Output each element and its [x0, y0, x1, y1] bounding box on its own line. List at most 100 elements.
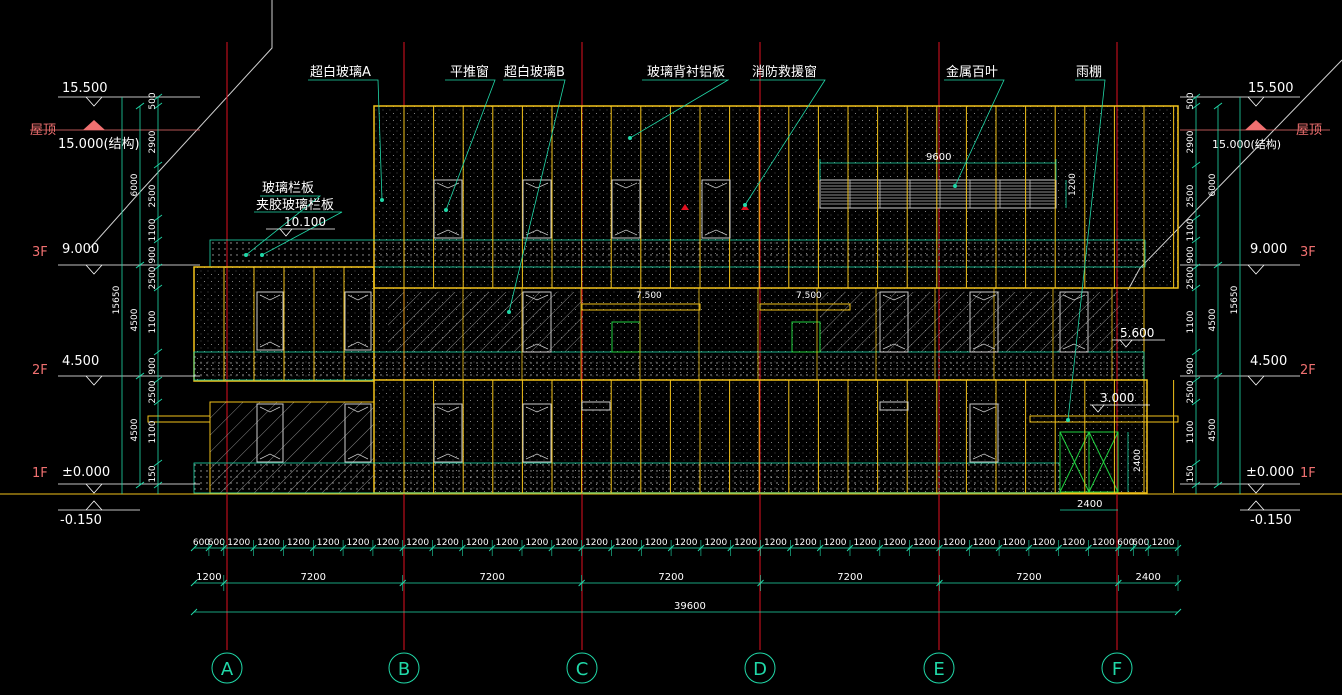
window — [256, 291, 284, 351]
vdim-left-tick — [153, 93, 163, 101]
canopy-left — [147, 415, 211, 423]
vdim-left-tick — [153, 398, 163, 406]
vdim-left-tick — [153, 214, 163, 222]
right-f1-elev: ±0.000 — [1246, 465, 1294, 480]
module-dim-label: 1200 — [317, 538, 340, 548]
window-sash — [525, 343, 549, 350]
bay-dim-label: 7200 — [479, 572, 504, 583]
elev-rail-top: 10.100 — [284, 215, 326, 229]
module-dim-label: 1200 — [645, 538, 668, 548]
module-dim-label: 600 — [1117, 538, 1134, 548]
module-dim-label: 1200 — [1092, 538, 1115, 548]
vdim-right-tick — [1191, 93, 1201, 101]
window — [256, 403, 284, 463]
axis-bubble — [923, 652, 955, 684]
module-dim-label: 1200 — [764, 538, 787, 548]
vdim-right-tick — [1191, 214, 1201, 222]
bay-dim-label: 1200 — [196, 572, 221, 583]
bay-dim-label: 7200 — [301, 572, 326, 583]
window-sash — [436, 406, 460, 413]
louver-height: 1200 — [1068, 173, 1078, 196]
window-sash — [347, 294, 369, 301]
vgroup-left-tick — [135, 102, 145, 110]
vtotal-right-label: 15650 — [1230, 285, 1240, 314]
vdim-right-tick — [1191, 102, 1201, 110]
callout-rescue-window: 消防救援窗 — [752, 64, 817, 80]
window — [433, 179, 463, 239]
window-sash — [259, 341, 281, 348]
vdim-left-tick — [153, 236, 163, 244]
left-f3-label: 3F — [32, 245, 48, 260]
module-dim-label: 1200 — [734, 538, 757, 548]
module-dim-label: 1200 — [1032, 538, 1055, 548]
vdim-left-label: 1100 — [148, 420, 158, 443]
floor1-rail — [193, 462, 1061, 494]
window-sash — [614, 229, 638, 236]
vdim-left-tick — [153, 481, 163, 489]
right-roof-struct: 15.000(结构) — [1212, 137, 1281, 151]
vgroup-right-tick — [1213, 481, 1223, 489]
window — [344, 291, 372, 351]
bay-dim-label: 7200 — [658, 572, 683, 583]
canopy-mid-2 — [759, 303, 851, 311]
module-dim-label: 1200 — [973, 538, 996, 548]
module-dim-label: 1200 — [436, 538, 459, 548]
right-level-marks — [1180, 96, 1330, 511]
window-sash — [347, 453, 369, 460]
right-f3-elev: 9.000 — [1250, 242, 1287, 257]
axis-bubble — [566, 652, 598, 684]
vdim-right-tick — [1191, 481, 1201, 489]
vgroup-right-tick — [1213, 261, 1223, 269]
axis-bubble — [388, 652, 420, 684]
vdim-left-tick — [153, 102, 163, 110]
facade-elev-marks — [266, 228, 1165, 413]
vdim-right-label: 1100 — [1186, 310, 1196, 333]
elev-canopy-2: 7.500 — [636, 291, 662, 301]
bay-dim-label: 7200 — [837, 572, 862, 583]
window — [522, 291, 552, 353]
louver-width: 9600 — [926, 152, 951, 163]
left-f2-elev: 4.500 — [62, 354, 99, 369]
door-2f-right — [791, 321, 821, 353]
module-dim-label: 1200 — [1152, 538, 1175, 548]
module-dim-label: 1200 — [883, 538, 906, 548]
window-sash — [972, 406, 996, 413]
module-dim-label: 1200 — [257, 538, 280, 548]
module-dim-label: 1200 — [287, 538, 310, 548]
left-roof-elev: 15.500 — [62, 81, 108, 96]
callout-louver: 金属百叶 — [946, 64, 998, 80]
vdim-right-label: 1100 — [1186, 218, 1196, 241]
axis-bubble — [211, 652, 243, 684]
window-sash — [525, 406, 549, 413]
elev-canopy-low: 3.000 — [1100, 391, 1134, 405]
vdim-left-label: 500 — [148, 92, 158, 109]
module-dim-label: 600 — [193, 538, 210, 548]
window-sash — [882, 294, 906, 301]
window-sash — [704, 229, 728, 236]
floor2-hatch-left — [388, 292, 583, 352]
entrance-door — [1059, 431, 1119, 493]
door-height: 2400 — [1133, 449, 1143, 472]
right-f2-label: 2F — [1300, 363, 1316, 378]
callout-window-push: 平推窗 — [450, 64, 489, 80]
window — [522, 403, 552, 463]
callout-dots — [244, 136, 1070, 422]
module-dim-label: 1200 — [376, 538, 399, 548]
left-f2-label: 2F — [32, 363, 48, 378]
axis-label: D — [753, 659, 767, 680]
window-sash — [525, 182, 549, 189]
callout-canopy: 雨棚 — [1076, 65, 1102, 80]
elev-canopy-3: 7.500 — [796, 291, 822, 301]
vdim-left-label: 900 — [148, 246, 158, 263]
bay-dim-label: 2400 — [1135, 572, 1160, 583]
door-width: 2400 — [1077, 499, 1102, 510]
vgroup-left-tick — [135, 372, 145, 380]
callout-glass-rail: 玻璃栏板 — [262, 181, 314, 196]
axis-bubble — [744, 652, 776, 684]
module-dim-label: 1200 — [824, 538, 847, 548]
vdim-right-label: 2500 — [1186, 380, 1196, 403]
vgroup-right-label: 6000 — [1208, 173, 1218, 196]
vdim-right-tick — [1191, 398, 1201, 406]
